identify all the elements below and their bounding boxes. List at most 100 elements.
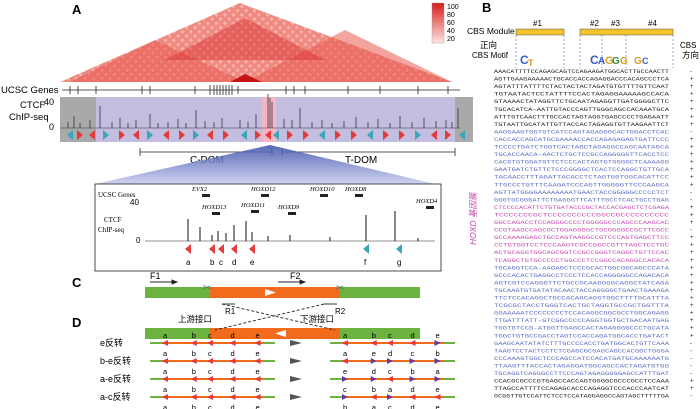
sequence-row: TTGATTTATT-GTCGGCCCCCAGGTGGTGCTGACAATGAG bbox=[494, 318, 669, 324]
cbs-site-label: c bbox=[208, 367, 212, 376]
cbs-site-label: c bbox=[208, 349, 212, 358]
inset-gene-mark bbox=[355, 194, 363, 197]
cbs-site-label: e bbox=[256, 385, 260, 394]
ctcf-label: CTCF bbox=[20, 100, 46, 111]
cbs-direction-sign: + bbox=[690, 265, 694, 271]
cbs-direction-sign: - bbox=[690, 190, 692, 196]
cbs-site-label: e bbox=[256, 331, 260, 340]
svg-text:C: C bbox=[642, 56, 649, 66]
sequence-row: GCCCACACTGAGGCCTCCCTCCACCAGGGGGCCAGACACA bbox=[494, 273, 670, 279]
svg-text:T: T bbox=[528, 58, 534, 68]
top-forward-arrow bbox=[265, 289, 276, 296]
cbs-site-label: d bbox=[231, 385, 235, 394]
cbs-site-label: d bbox=[411, 331, 415, 340]
sequence-row: TGCAGGTCAGGGCCTTCCCAGTAGAGGGGGAGCCATTTGA… bbox=[494, 371, 669, 377]
inset-gene-label: HOXD8 bbox=[344, 186, 367, 193]
ctcf-motif-triangle bbox=[273, 130, 279, 140]
cbs-triangle bbox=[342, 358, 348, 364]
ctcf-motif-triangle bbox=[319, 130, 325, 140]
inset-gene-mark bbox=[251, 210, 259, 213]
cbs-triangle bbox=[162, 358, 168, 364]
inset-ucsc-label: UCSC Genes bbox=[98, 191, 136, 199]
cbs-direction-sign: + bbox=[690, 243, 694, 249]
cbs-direction-sign: + bbox=[690, 122, 694, 128]
ctcf-motif-triangle bbox=[415, 130, 421, 140]
cbs-site-label: b bbox=[411, 367, 415, 376]
cbs-direction-sign: + bbox=[690, 212, 694, 218]
ctcf-motif-triangle bbox=[133, 130, 139, 140]
cbs-direction-1: CBS bbox=[680, 41, 696, 50]
cbs-triangle bbox=[229, 340, 236, 346]
cbs-direction-sign: + bbox=[690, 386, 694, 392]
cbs-triangle bbox=[207, 340, 213, 346]
cbs-direction-sign: + bbox=[690, 288, 694, 294]
cbs-site-label: d bbox=[231, 331, 235, 340]
sequence-row: TTAAGTTTACCACTAGAGGATGGCAGCCACTAGATGTGG bbox=[494, 363, 669, 369]
ctcf-motif-triangle bbox=[89, 130, 95, 140]
sequence-row: AGTATTTATTTTCTACTACTACTAGATGTGTTTTGTTCAA… bbox=[494, 84, 669, 90]
cbs-direction-sign: + bbox=[690, 303, 694, 309]
cbs-site-label: e bbox=[256, 403, 260, 409]
cbs-site-label: a bbox=[343, 349, 348, 358]
sequence-row: GCGGTTGTCCATTCTCCTCCATAGGAGGCCAGTAGCTTTT… bbox=[494, 394, 670, 400]
cbs-site-label: e bbox=[436, 385, 440, 394]
cbs-direction-sign: + bbox=[690, 326, 694, 332]
sequence-row: AAACATTTTCCAGAGCAGTCCAGAAGATGGCACTTGCCAA… bbox=[494, 69, 669, 75]
inset-ymin: 0 bbox=[136, 236, 141, 245]
panel-a-letter: A bbox=[72, 2, 82, 17]
sequence-row: TTGCCCTGTTTCAAGATCCCAGTTGGGGGTTCCCAAGCA bbox=[494, 182, 670, 188]
ctcf-motif-triangle bbox=[255, 130, 261, 140]
cbs-direction-sign: - bbox=[690, 69, 692, 75]
inset-site-triangle bbox=[209, 244, 215, 254]
cbs-triangle bbox=[370, 358, 377, 364]
cbs-site-label: e bbox=[256, 349, 260, 358]
inset-site-triangle bbox=[396, 244, 402, 254]
cbs-direction-sign: - bbox=[690, 356, 692, 362]
inset-site-label: a bbox=[186, 258, 191, 267]
cbs-site-label: a bbox=[388, 385, 393, 394]
downstream-junction-label: 下游接口 bbox=[300, 314, 334, 324]
sequence-row: CCACGCGCCCGTGAGCCACCAGTGGGGCGCCCGCCTCCAA… bbox=[494, 379, 670, 385]
sequence-row: GGCCAGACCTCCAGGGCCCCTGGGGGCCCAGCCCAAGCAC bbox=[494, 220, 669, 226]
ctcf-motif-triangle bbox=[103, 130, 109, 140]
ctcf-motif-triangle bbox=[383, 130, 389, 140]
cbs-triangle bbox=[409, 358, 416, 364]
ctcf-motif-triangle bbox=[399, 130, 405, 140]
arrow-icon bbox=[290, 340, 302, 346]
inset-gene-mark bbox=[320, 194, 328, 197]
cbs-direction-sign: + bbox=[690, 220, 694, 226]
ctcf-motif-triangle bbox=[119, 130, 125, 140]
cbs-triangle bbox=[387, 394, 393, 400]
cbs-triangle bbox=[229, 376, 236, 382]
cbs-direction-sign: - bbox=[690, 394, 692, 400]
cbs-triangle bbox=[434, 358, 441, 364]
sequence-row: CACGTGTGGATGTTCTCCCACTAGTGTGGGGCTCAAAAGG bbox=[494, 160, 669, 166]
legend-tick: 20 bbox=[447, 36, 455, 43]
cbs-direction-sign: - bbox=[690, 129, 692, 135]
ctcf-motif-triangle bbox=[431, 130, 437, 140]
cbs-triangle bbox=[434, 376, 441, 382]
scissors-icon: ✂ bbox=[336, 283, 344, 294]
sequence-row: TTAGCCATTTTCCAGAGCACCCAGAGGTCCCACCCAATCA… bbox=[494, 386, 669, 392]
hoxd-cluster-label: HOXD 基因簇 bbox=[468, 191, 478, 245]
cbs-direction-sign: + bbox=[690, 280, 694, 286]
cbs-direction-sign: + bbox=[690, 311, 694, 317]
cbs-triangle bbox=[387, 340, 393, 346]
cbs-site-label: b bbox=[192, 367, 196, 376]
cbs-triangle bbox=[190, 394, 197, 400]
sequence-row: TGCAGGTCCA-AAGAGCTCCCGCACTGGCGGCAGCCCATA bbox=[494, 265, 670, 271]
cbs-direction-sign: + bbox=[690, 92, 694, 98]
legend-tick: 60 bbox=[447, 20, 455, 27]
ctcf-motif-triangle bbox=[351, 130, 357, 140]
heat-legend: 100 80 60 40 20 bbox=[431, 2, 459, 44]
inset-site-label: g bbox=[397, 258, 401, 267]
ctcf-motif-row bbox=[67, 130, 465, 140]
inset-chipseq-label: ChIP-seq bbox=[98, 226, 125, 234]
sequence-row: TCAGGCTGTGCCCCCTGGCCCTCCGGCCACAGGCCACACA bbox=[494, 258, 670, 264]
sequence-row: AGTTATGGGGAAAAAAAATGAACTACCGGGGGCCCCCTCT bbox=[494, 190, 669, 196]
ctcf-motif-triangle bbox=[303, 130, 309, 140]
sequence-row: AGTTGAAGAAAAACTGCACCACCAGAGGACCCACAGCCCT… bbox=[494, 77, 670, 83]
cbs-direction-sign: + bbox=[690, 318, 694, 324]
